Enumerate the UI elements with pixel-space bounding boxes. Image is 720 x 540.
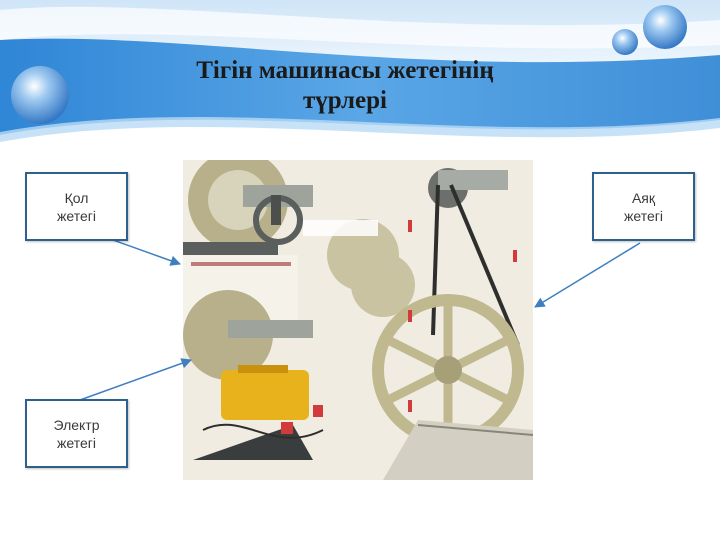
arrow-foot-drive [534, 242, 641, 308]
callout-foot-line-2: жетегі [624, 207, 663, 224]
decorative-orb-left [11, 66, 69, 124]
decorative-orb-right [643, 5, 687, 49]
callout-hand-line-2: жетегі [57, 207, 96, 224]
treadle-pedal [383, 420, 533, 480]
electric-motor [221, 370, 309, 420]
title-line-2: түрлері [302, 87, 388, 114]
callout-electric-line-2: жетегі [57, 434, 96, 451]
header-banner [0, 0, 720, 142]
decorative-orb-small [612, 29, 638, 55]
callout-electric-line-1: Электр [53, 416, 100, 433]
arrow-hand-drive [112, 239, 181, 266]
title-line-1: Тігін машинасы жетегінің [196, 57, 494, 84]
callout-electric-drive: Электр жетегі [25, 399, 128, 468]
sewing-machine-drives-illustration [183, 160, 533, 480]
callout-hand-line-1: Қол [64, 189, 89, 206]
callout-foot-line-1: Аяқ [631, 189, 656, 206]
callout-hand-drive: Қол жетегі [25, 172, 128, 241]
slide-title: Тігін машинасы жетегінің түрлері [150, 56, 540, 116]
arrow-electric-drive [79, 358, 192, 401]
callout-foot-drive: Аяқ жетегі [592, 172, 695, 241]
